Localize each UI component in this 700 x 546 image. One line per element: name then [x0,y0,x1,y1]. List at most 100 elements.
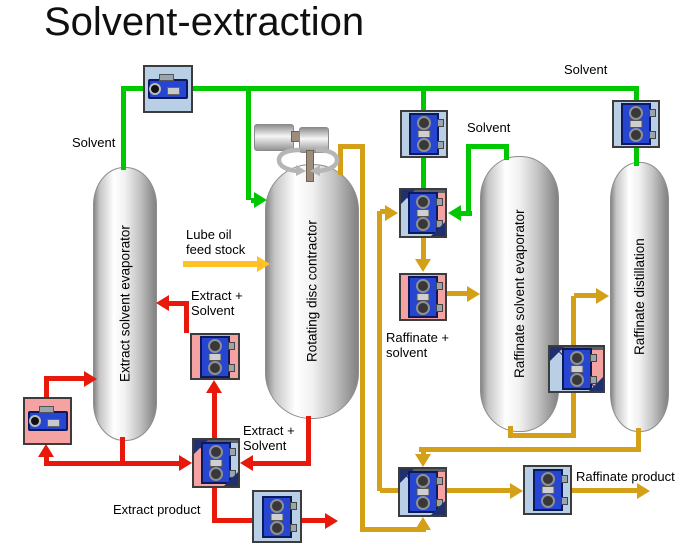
label-lube-oil-feed: Lube oil feed stock [186,227,246,257]
arrow-raffinate-into-distillation [596,288,609,304]
nozzle-icon [436,220,443,228]
label-extract-solvent-upper: Extract + Solvent [191,288,243,318]
pipe-raffinate-from-contractor-top [338,144,343,175]
label-solvent-top-right: Solvent [564,62,608,77]
pipe-solvent-evaporator-overhead-v1 [504,144,509,160]
label-solvent-mid: Solvent [467,120,511,135]
pipe-extract-pump-discharge-h [44,376,84,381]
nozzle-icon [290,501,297,510]
arrow-into-extract-pump [38,444,54,457]
pipe-raffinate-right-interchanger-top [571,296,576,345]
nozzle-icon [229,470,236,478]
raffinate-interchanger-bottom [398,467,447,517]
motor-shaft [306,150,314,182]
raffinate-heater [399,273,447,321]
pipe-raffinate-evaporator-bottoms-h [508,433,576,438]
label-raffinate-solvent: Raffinate + solvent [386,330,450,360]
plate-exchanger-icon [409,113,444,155]
pump-flange-icon [159,74,174,81]
nameplate-icon [416,293,430,301]
bolt-circle-icon [629,106,643,120]
arrow-raffinate-into-interchanger-bottom [415,517,431,530]
nozzle-icon [560,497,568,505]
raffinate-solvent-interchanger-upper [399,188,447,238]
plate-exchanger-icon [408,192,443,234]
nozzle-icon [589,376,597,384]
pipe-extract-product-out [302,518,325,523]
bolt-circle-icon [415,474,430,488]
pipe-solvent-header [121,86,639,91]
bolt-circle-icon [416,195,430,209]
vessel-rotating-disc-contractor: Rotating disc contractor [265,164,359,419]
bolt-circle-icon [540,494,555,508]
nameplate-icon [416,209,430,217]
bolt-circle-icon [208,360,222,375]
page-title: Solvent-extraction [44,0,365,44]
nameplate-icon [629,120,643,128]
plate-exchanger-icon [200,335,235,378]
vessel-raffinate-distillation: Raffinate distillation [610,162,669,432]
plate-exchanger-icon [621,103,656,145]
nozzle-icon [436,304,443,312]
vessel-raffinate-solvent-evaporator: Raffinate solvent evaporator [480,156,559,432]
pipe-raffinate-to-distillation-h [574,293,598,298]
pipe-extract-pump-suction [44,456,49,466]
solvent-condenser-middle [400,110,448,158]
pump-motor-icon [149,83,161,95]
arrow-extract-into-interchanger-left [179,455,192,471]
pipe-extract-product-v [212,488,217,523]
vessel-label: Raffinate distillation [632,238,647,356]
raffinate-product-cooler [523,465,572,515]
pipe-distillation-bottom-stub [636,428,641,452]
pipe-raffinate-up-to-right-interchanger [571,393,576,438]
label-extract-product: Extract product [113,502,201,517]
rotation-arrows-icon [276,147,340,176]
nameplate-icon [541,486,554,494]
pipe-raffinate-long-drop [360,144,365,532]
plate-exchanger-icon [532,469,568,511]
nozzle-icon [436,198,443,206]
pipe-raffinate-bottom-h [360,527,426,532]
pipe-solvent-evaporator-overhead-h [466,144,509,149]
nozzle-icon [228,363,235,372]
bolt-circle-icon [416,301,430,315]
nozzle-icon [290,523,297,532]
arrow-solvent-into-contractor [254,192,267,208]
nozzle-icon [435,499,443,507]
nozzle-icon [589,354,597,362]
nozzle-icon [560,475,568,483]
pipe-raffinate-heater-to-evaporator [447,291,467,296]
extract-product-cooler [252,490,302,543]
nozzle-icon [649,109,656,117]
vessel-label: Extract solvent evaporator [117,225,133,383]
pipe-solvent-to-contractor-v [246,86,251,200]
arrow-raffinate-into-heater [415,259,431,272]
nozzle-icon [436,282,443,290]
arrow-raffinate-product-out [637,483,650,499]
pipe-raffinate-riser [377,211,382,491]
extract-interchanger [192,438,240,488]
nozzle-icon [437,119,444,127]
label-solvent-left: Solvent [72,135,116,150]
arrow-solvent-into-interchanger [448,205,461,221]
nozzle-icon [435,477,443,485]
bolt-circle-icon [416,279,430,293]
pipe-extract-product-h [212,518,254,523]
bolt-circle-icon [415,496,430,510]
pipe-raffinate-riser-bottom-h [380,488,398,493]
plate-exchanger-icon [201,442,236,484]
pipe-extract-evaporator-bottom-stub [120,437,125,466]
label-extract-solvent-lower: Extract + Solvent [243,423,295,453]
pipe-raffinate-over-dome [338,144,365,149]
solvent-condenser-right [612,100,660,148]
nameplate-icon [416,488,429,496]
arrow-lube-oil-into-contractor [257,256,270,272]
vessel-extract-solvent-evaporator: Extract solvent evaporator [93,167,157,441]
bolt-circle-icon [208,338,222,353]
bolt-circle-icon [270,498,284,513]
nameplate-icon [209,459,223,467]
bolt-circle-icon [209,467,223,481]
pipe-raffinate-to-heater [421,238,426,260]
pipe-contractor-bottoms-h [253,461,309,466]
